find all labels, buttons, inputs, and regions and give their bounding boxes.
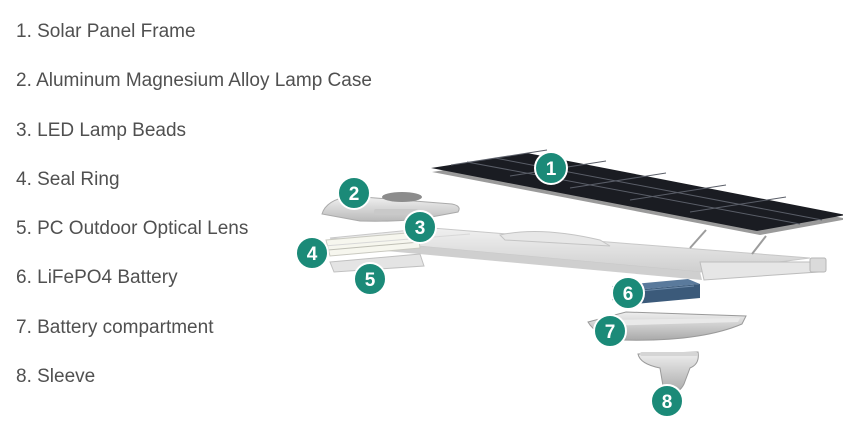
svg-text:3: 3 [415, 218, 426, 239]
seal-ring-and-lens [299, 231, 471, 273]
part-item-lamp-case: 2. Aluminum Magnesium Alloy Lamp Case [16, 70, 372, 92]
badge-4: 4 [295, 236, 329, 270]
badge-6: 6 [611, 276, 645, 310]
badge-2: 2 [337, 176, 371, 210]
svg-text:1: 1 [546, 159, 557, 180]
svg-text:8: 8 [662, 392, 673, 413]
badge-8: 8 [650, 384, 684, 418]
svg-text:4: 4 [307, 244, 318, 265]
led-lamp-body [329, 227, 827, 281]
part-item-sleeve: 8. Sleeve [16, 366, 96, 388]
part-item-battery: 6. LiFePO4 Battery [16, 267, 178, 289]
badge-1: 1 [534, 151, 568, 185]
parts-list: 1. Solar Panel Frame 2. Aluminum Magnesi… [16, 20, 372, 414]
part-item-seal-ring: 4. Seal Ring [16, 168, 120, 190]
part-item-optical-lens: 5. PC Outdoor Optical Lens [16, 218, 249, 240]
badge-3: 3 [403, 210, 437, 244]
badge-5: 5 [353, 262, 387, 296]
part-item-led-lamp-beads: 3. LED Lamp Beads [16, 119, 187, 141]
solar-panel-frame [431, 149, 843, 235]
svg-text:6: 6 [623, 284, 634, 305]
svg-text:2: 2 [349, 184, 360, 205]
battery-compartment [587, 311, 747, 341]
badge-7: 7 [593, 314, 627, 348]
part-item-solar-panel-frame: 1. Solar Panel Frame [16, 21, 196, 42]
svg-text:5: 5 [365, 270, 376, 291]
svg-text:7: 7 [605, 322, 616, 343]
part-item-battery-compartment: 7. Battery compartment [16, 316, 214, 338]
